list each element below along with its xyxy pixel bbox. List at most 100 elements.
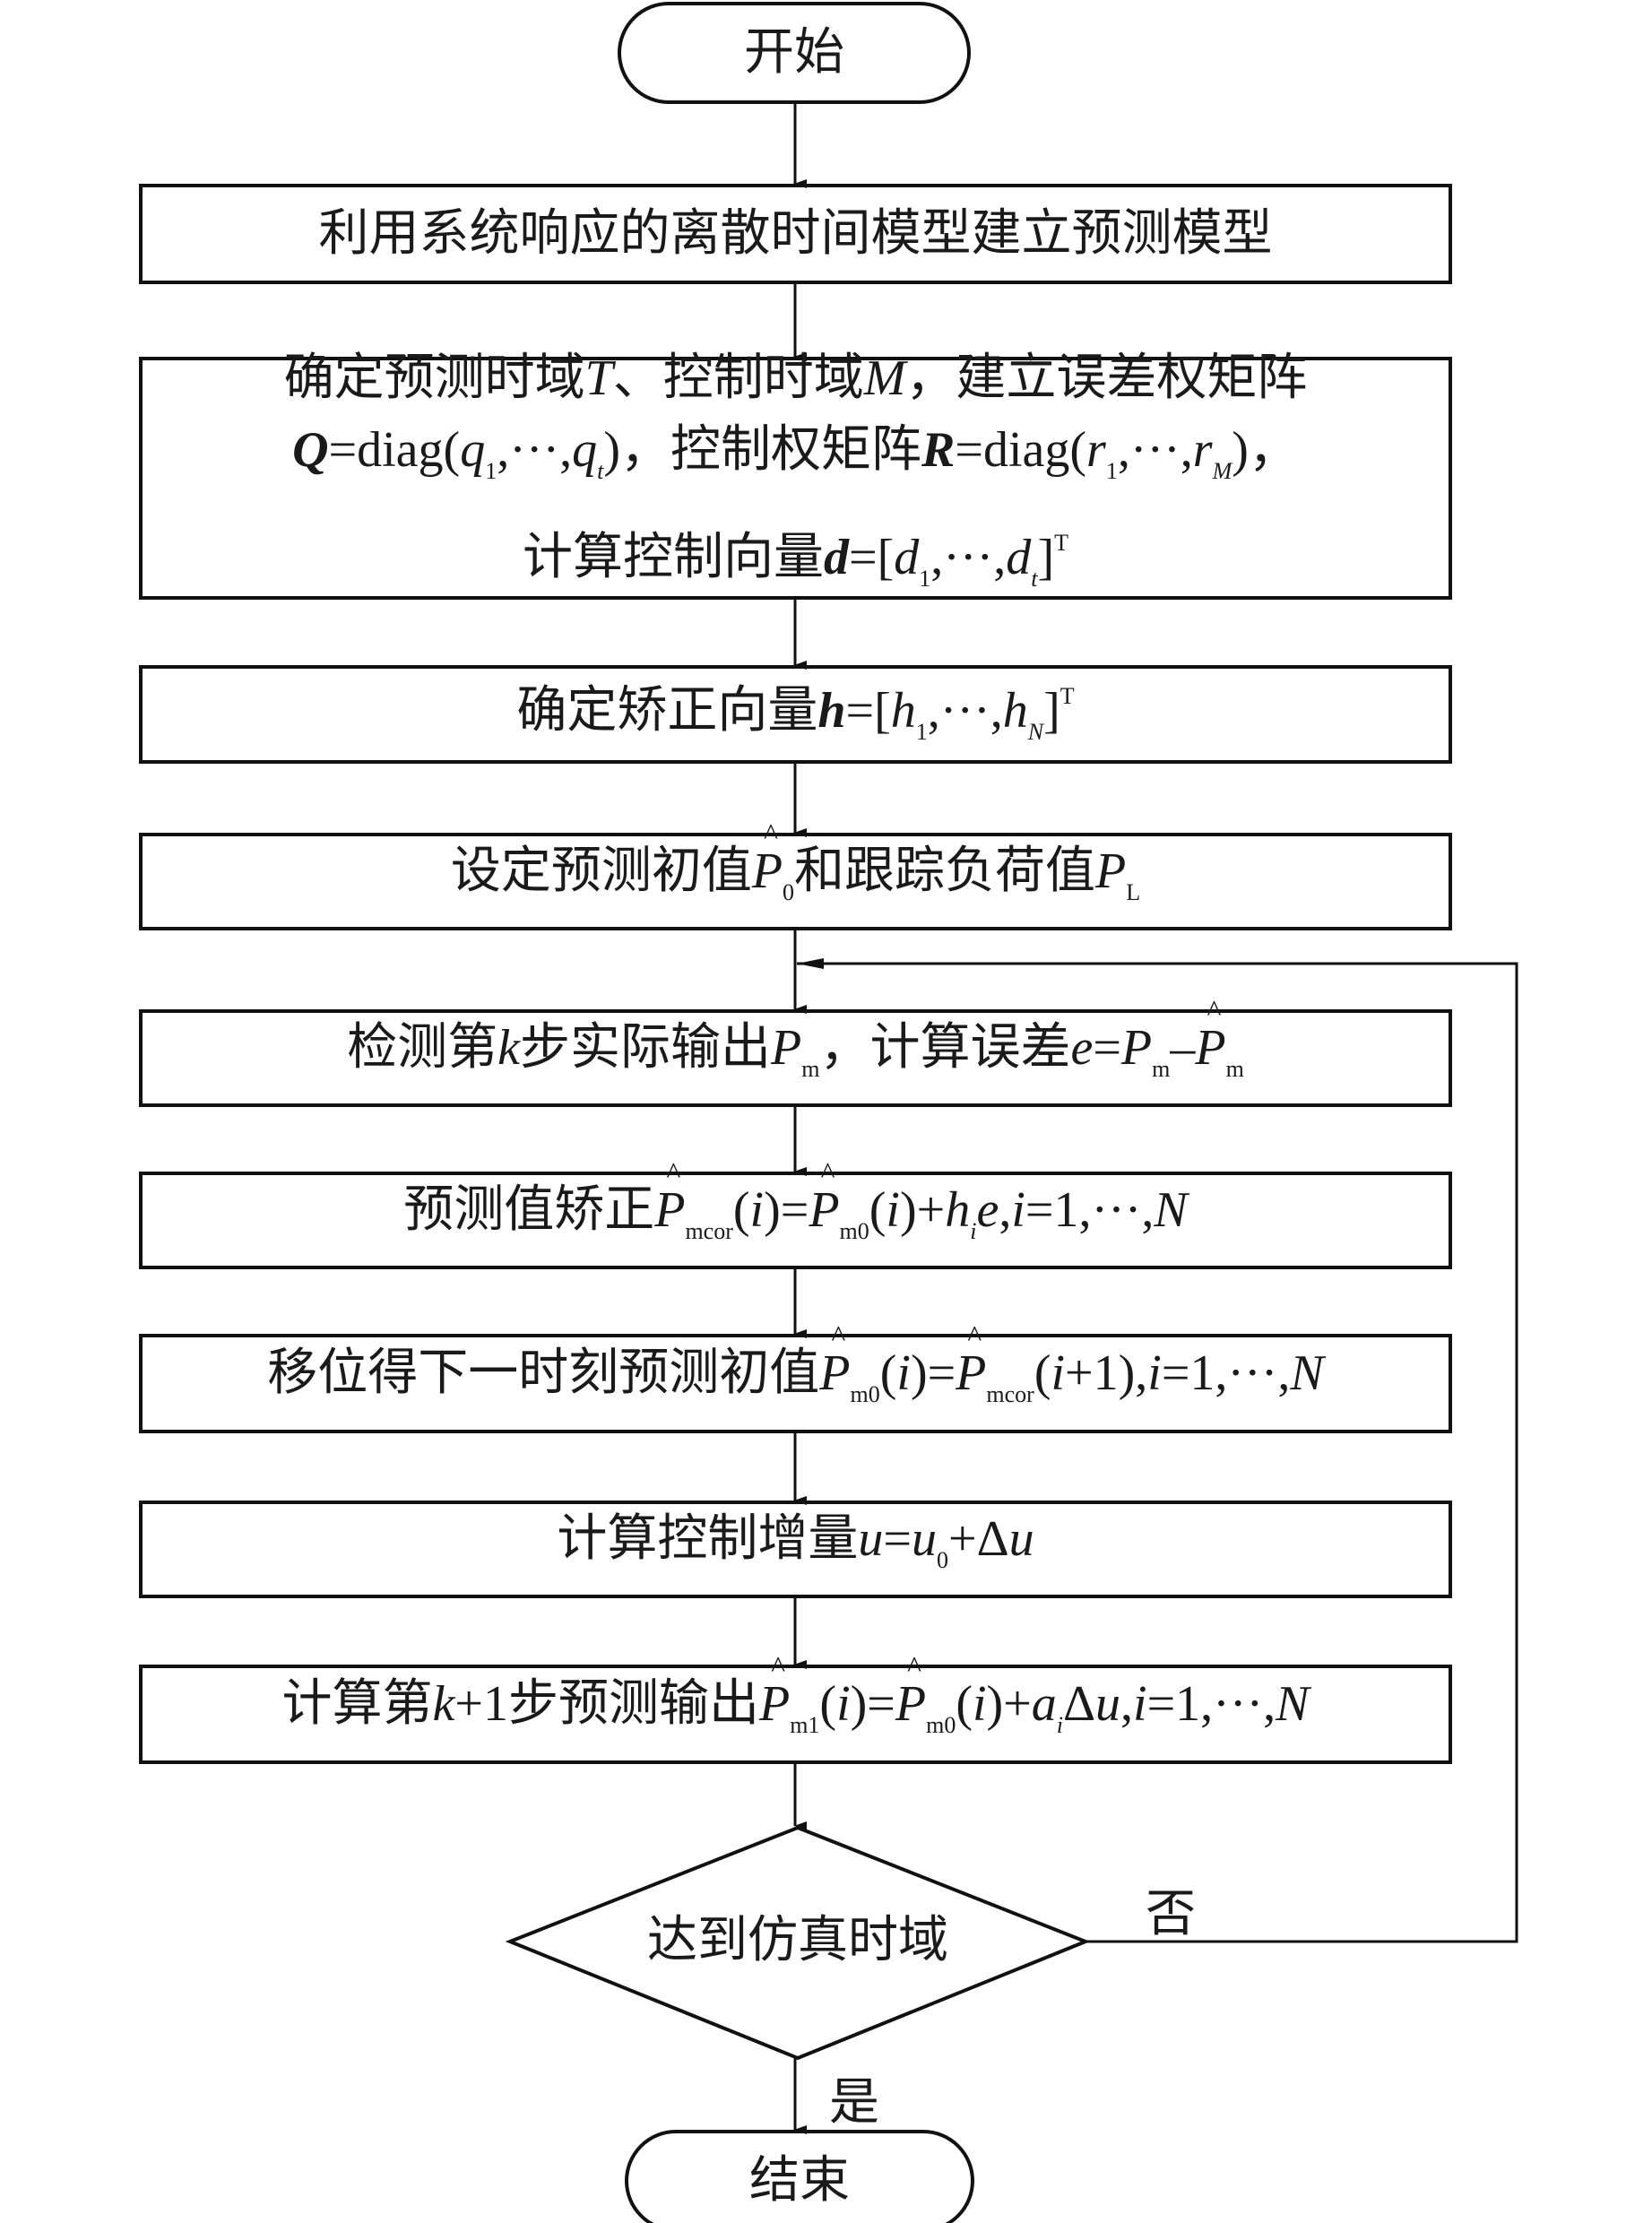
text-segment: +Δ: [948, 1510, 1009, 1567]
step-text-9: 计算第k+1步预测输出Pm1(i)=Pm0(i)+aiΔu,i=1,···,N: [141, 1632, 1450, 1762]
text-line: 确定预测时域T、控制时域M，建立误差权矩阵: [284, 342, 1308, 414]
hat-symbol: P: [956, 1302, 986, 1409]
step-text-5: 检测第k步实际输出Pm，计算误差e=Pm–Pm: [141, 976, 1450, 1105]
text-segment: m0: [926, 1711, 956, 1738]
text-segment: P: [771, 1019, 802, 1076]
text-line: 设定预测初值P0和跟踪负荷值PL: [450, 800, 1140, 929]
step-text-1: 利用系统响应的离散时间模型建立预测模型: [141, 186, 1450, 282]
text-segment: (: [819, 1675, 837, 1732]
step-text-6: 预测值矫正Pmcor(i)=Pm0(i)+hie,i=1,···,N: [141, 1138, 1450, 1267]
hat-symbol: P: [809, 1138, 839, 1246]
text-segment: 步实际输出: [520, 1019, 772, 1076]
text-segment: 计算控制向量: [523, 529, 825, 585]
hat-symbol: P: [654, 1138, 685, 1246]
text-segment: N: [1154, 1181, 1188, 1238]
text-segment: k: [497, 1019, 521, 1076]
text-segment: u: [912, 1510, 937, 1567]
text-segment: =: [1093, 1019, 1121, 1076]
text-segment: R: [921, 421, 956, 478]
text-segment: 检测第: [347, 1019, 498, 1076]
text-segment: (: [1034, 1345, 1051, 1401]
text-segment: (: [956, 1675, 973, 1732]
text-segment: mcor: [986, 1380, 1034, 1407]
text-segment: P: [1095, 843, 1127, 899]
text-segment: N: [1290, 1345, 1324, 1401]
text-segment: =1,···,: [1025, 1181, 1155, 1238]
text-segment: 1: [485, 457, 497, 484]
text-segment: (: [732, 1181, 750, 1238]
text-segment: ,···,: [1117, 421, 1193, 478]
text-segment: q: [572, 421, 598, 478]
start-label: 开始: [619, 4, 969, 102]
text-segment: +1),: [1065, 1345, 1148, 1401]
hat-symbol: P: [895, 1632, 926, 1740]
text-segment: 计算第: [281, 1675, 433, 1732]
text-segment: i: [749, 1181, 765, 1238]
text-segment: 计算控制增量: [557, 1510, 859, 1567]
text-segment: ，建立误差权矩阵: [905, 350, 1308, 406]
text-segment: –: [1170, 1019, 1196, 1076]
step-box-7: [139, 1334, 1452, 1433]
text-segment: i: [836, 1675, 851, 1732]
end-text: 结束: [749, 2153, 850, 2209]
text-segment: t: [1031, 565, 1038, 592]
text-segment: =diag(: [955, 421, 1087, 478]
step-text-8: 计算控制增量u=u0+Δu: [141, 1502, 1450, 1596]
text-segment: ,···,: [930, 529, 1007, 585]
text-segment: (: [879, 1345, 897, 1401]
text-segment: m0: [850, 1380, 880, 1407]
text-segment: m: [1225, 1055, 1244, 1082]
text-segment: m: [1152, 1055, 1171, 1082]
text-line: 计算第k+1步预测输出Pm1(i)=Pm0(i)+aiΔu,i=1,···,N: [281, 1632, 1310, 1761]
text-segment: e: [1070, 1019, 1094, 1076]
step-text-3: 确定矫正向量h=[h1,···,hN]T: [141, 667, 1450, 762]
text-segment: =[: [849, 529, 895, 585]
text-segment: T: [1060, 683, 1075, 709]
text-segment: Δ: [1063, 1675, 1096, 1732]
text-line: 计算控制向量d=[d1,···,dt]T: [523, 507, 1068, 615]
text-segment: )=: [910, 1345, 956, 1401]
text-segment: T: [584, 350, 613, 406]
step-box-3: [139, 665, 1452, 764]
step-box-9: [139, 1665, 1452, 1764]
step-box-1: [139, 184, 1452, 284]
text-segment: u: [858, 1510, 884, 1567]
text-line: 检测第k步实际输出Pm，计算误差e=Pm–Pm: [347, 976, 1244, 1105]
text-line: Q=diag(q1,···,qt)，控制权矩阵R=diag(r1,···,rM)…: [292, 414, 1299, 507]
text-segment: ,···,: [927, 683, 1003, 739]
text-segment: ]: [1043, 683, 1060, 739]
text-segment: 设定预测初值: [450, 843, 752, 899]
text-segment: 、控制时域: [612, 350, 864, 406]
text-segment: +1步预测输出: [454, 1675, 759, 1732]
text-segment: )，控制权矩阵: [603, 421, 922, 478]
text-segment: 0: [783, 878, 795, 905]
text-segment: d: [1006, 529, 1032, 585]
text-segment: )+: [899, 1181, 946, 1238]
text-line: 移位得下一时刻预测初值Pm0(i)=Pmcor(i+1),i=1,···,N: [267, 1302, 1324, 1431]
text-segment: i: [1056, 1711, 1064, 1738]
hat-symbol: P: [819, 1302, 850, 1409]
decision-diamond: [505, 1825, 1091, 2061]
text-segment: i: [1147, 1345, 1162, 1401]
text-segment: i: [1133, 1675, 1147, 1732]
text-segment: =[: [845, 683, 891, 739]
text-line: 预测值矫正Pmcor(i)=Pm0(i)+hie,i=1,···,N: [403, 1138, 1188, 1267]
text-segment: mcor: [685, 1217, 733, 1244]
text-segment: M: [863, 350, 906, 406]
text-segment: 预测值矫正: [403, 1181, 655, 1238]
text-segment: =: [883, 1510, 912, 1567]
text-segment: r: [1086, 421, 1106, 478]
text-segment: 1: [1105, 457, 1118, 484]
text-segment: N: [1027, 719, 1044, 745]
text-segment: d: [824, 529, 850, 585]
text-segment: P: [1120, 1019, 1153, 1076]
text-segment: t: [597, 457, 604, 484]
text-segment: k: [432, 1675, 455, 1732]
text-segment: h: [890, 683, 916, 739]
text-segment: i: [972, 1675, 987, 1732]
text-segment: =1,···,: [1161, 1345, 1291, 1401]
text-segment: 利用系统响应的离散时间模型建立预测模型: [318, 206, 1273, 262]
text-segment: =1,···,: [1146, 1675, 1276, 1732]
